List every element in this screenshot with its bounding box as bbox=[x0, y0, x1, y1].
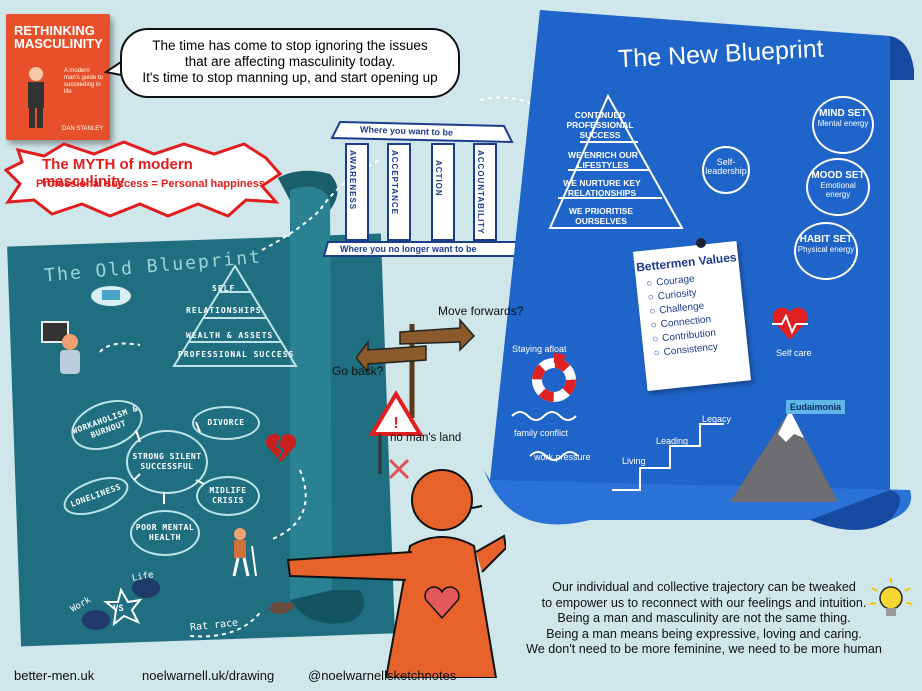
lifebuoy-icon bbox=[532, 353, 581, 402]
mountain-icon bbox=[730, 400, 838, 502]
old-pyramid-relationships: RELATIONSHIPS bbox=[186, 306, 262, 315]
money-cloud-icon bbox=[91, 286, 131, 306]
boxing-gloves-icon bbox=[82, 578, 160, 630]
step-legacy: Legacy bbox=[702, 414, 732, 424]
pillar-accountability: ACCOUNTABILITY bbox=[476, 150, 485, 235]
step-living: Living bbox=[622, 456, 646, 466]
desk-person-icon bbox=[41, 321, 80, 374]
mind-set-circle: MIND SET Mental energy bbox=[812, 96, 874, 154]
no-mans-land-label: no man's land bbox=[390, 432, 462, 444]
pillar-action: ACTION bbox=[434, 160, 443, 197]
eudaimonia-flag: Eudaimonia bbox=[786, 400, 846, 414]
book-figure-icon bbox=[28, 67, 44, 128]
mind-set-title: MIND SET bbox=[819, 108, 867, 119]
work-pressure-label: work pressure bbox=[534, 452, 591, 462]
new-pyramid bbox=[548, 94, 684, 229]
mood-set-sub: Emotional energy bbox=[820, 181, 856, 199]
mind-set-sub: Mental energy bbox=[817, 119, 869, 128]
self-leadership-circle: Self-leadership bbox=[702, 146, 750, 194]
myth-starburst bbox=[4, 140, 283, 218]
values-list: Courage Curiosity Challenge Connection C… bbox=[646, 268, 748, 361]
closing-quote: Our individual and collective trajectory… bbox=[500, 580, 908, 658]
book-subtitle: A modern man's guide to succeeding in li… bbox=[64, 68, 103, 95]
oval-mental: POOR MENTAL HEALTH bbox=[130, 510, 200, 556]
new-pyramid-lifestyles: WE ENRICH OUR LIFESTYLES bbox=[568, 150, 638, 170]
old-arrows bbox=[133, 421, 205, 504]
book-cover: RETHINKING MASCULINITY A modern man's gu… bbox=[6, 14, 110, 140]
speech-bubble: The time has come to stop ignoring the i… bbox=[120, 28, 460, 98]
signpost-icon: ! bbox=[356, 318, 476, 474]
oval-divorce: DIVORCE bbox=[192, 406, 260, 440]
step-leading: Leading bbox=[656, 436, 689, 446]
book-title: RETHINKING MASCULINITY bbox=[14, 23, 103, 51]
staying-afloat-label: Staying afloat bbox=[512, 344, 567, 354]
self-leadership-label: Self-leadership bbox=[705, 157, 747, 176]
new-pyramid-ourselves: WE PRIORITISE OURSELVES bbox=[568, 206, 634, 226]
waves-icon bbox=[511, 411, 579, 461]
pin-icon bbox=[696, 238, 706, 248]
speech-line-3: It's time to stop manning up, and start … bbox=[142, 70, 438, 85]
lightbulb-icon bbox=[869, 578, 913, 616]
quote-line-4: Being a man means being expressive, lovi… bbox=[546, 626, 862, 641]
pillars-bottom-label: Where you no longer want to be bbox=[340, 244, 477, 254]
broken-heart-icon bbox=[265, 433, 297, 462]
myth-subtitle: Professional success = Personal happines… bbox=[36, 178, 265, 190]
quote-line-1: Our individual and collective trajectory… bbox=[552, 580, 856, 594]
old-pyramid-self: SELF bbox=[212, 284, 236, 293]
habit-set-circle: HABIT SET Physical energy bbox=[794, 222, 858, 280]
book-author: DAN STANLEY bbox=[62, 126, 104, 132]
myth-panel: The MYTH of modern masculinity Professio… bbox=[8, 148, 278, 214]
footer-drawing-link[interactable]: noelwarnell.uk/drawing bbox=[142, 668, 275, 683]
steps-graphic bbox=[612, 423, 724, 491]
myth-title: The MYTH of modern masculinity bbox=[42, 156, 193, 190]
family-conflict-label: family conflict bbox=[514, 428, 569, 438]
quote-line-5: We don't need to be more feminine, we ne… bbox=[526, 642, 882, 656]
speech-line-2: that are affecting masculinity today. bbox=[184, 54, 396, 69]
svg-text:!: ! bbox=[393, 415, 398, 432]
mood-set-circle: MOOD SET Emotional energy bbox=[806, 158, 870, 216]
old-man-walking-icon bbox=[232, 528, 257, 577]
rat-icon bbox=[265, 602, 294, 615]
mood-set-title: MOOD SET bbox=[811, 170, 865, 181]
pillars-graphic bbox=[322, 120, 522, 257]
footer-site-link[interactable]: better-men.uk bbox=[14, 668, 95, 683]
self-care-heart-icon bbox=[772, 307, 808, 340]
oval-midlife: MIDLIFE CRISIS bbox=[196, 476, 260, 516]
x-mark-icon bbox=[388, 458, 410, 480]
values-card: Bettermen Values Courage Curiosity Chall… bbox=[632, 240, 752, 392]
habit-set-sub: Physical energy bbox=[797, 245, 855, 254]
old-pyramid-professional: PROFESSIONAL SUCCESS bbox=[178, 350, 295, 359]
vs-label: VS bbox=[113, 604, 124, 614]
old-center-oval: STRONG SILENT SUCCESSFUL bbox=[126, 430, 208, 494]
central-figure-icon bbox=[286, 469, 506, 678]
pillar-awareness: AWARENESS bbox=[348, 150, 357, 211]
old-pyramid bbox=[172, 264, 298, 367]
new-pyramid-professional: CONTINUED PROFESSIONAL SUCCESS bbox=[566, 110, 634, 140]
footer-handle-link[interactable]: @noelwarnellsketchnotes bbox=[308, 668, 457, 683]
old-blueprint-scroll bbox=[7, 170, 395, 647]
new-pyramid-relationships: WE NURTURE KEY RELATIONSHIPS bbox=[563, 178, 641, 198]
self-care-label: Self care bbox=[776, 348, 812, 358]
speech-line-1: The time has come to stop ignoring the i… bbox=[152, 38, 428, 53]
pillar-acceptance: ACCEPTANCE bbox=[390, 150, 399, 215]
old-pyramid-wealth: WEALTH & ASSETS bbox=[186, 331, 274, 340]
habit-set-title: HABIT SET bbox=[799, 234, 853, 245]
go-back-label: Go back? bbox=[332, 364, 384, 378]
quote-line-3: Being a man and masculinity are not the … bbox=[557, 611, 851, 625]
move-forwards-label: Move forwards? bbox=[438, 304, 524, 318]
quote-line-2: to empower us to reconnect with our feel… bbox=[541, 595, 867, 610]
